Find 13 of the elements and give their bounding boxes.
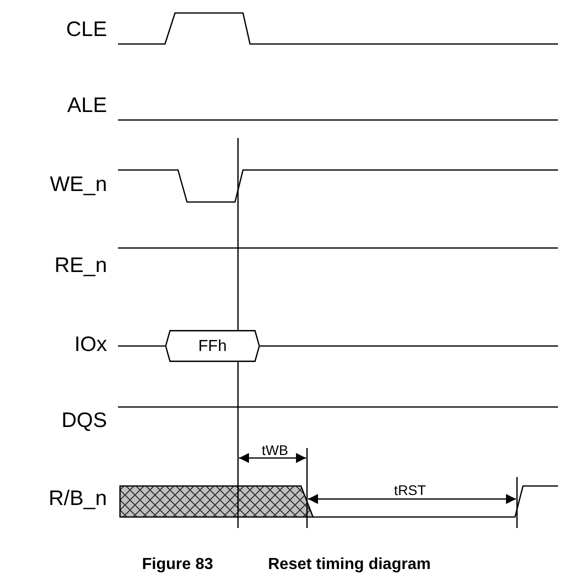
signal-name: CLE [66, 19, 107, 40]
signal-name: WE_n [50, 174, 107, 195]
timing-parameter: tWB [262, 443, 288, 457]
signal-name: DQS [61, 410, 107, 431]
signal-name: IOx [74, 334, 107, 355]
figure-number: Figure 83 [142, 557, 214, 573]
signal-name: ALE [67, 95, 107, 116]
timing-parameter: tRST [394, 483, 426, 497]
signal-name: R/B_n [48, 488, 107, 509]
figure-caption: Reset timing diagram [268, 557, 431, 573]
bus-value-hexagon [165, 330, 260, 362]
bus-value: FFh [197, 338, 228, 356]
signal-name: RE_n [54, 255, 107, 276]
